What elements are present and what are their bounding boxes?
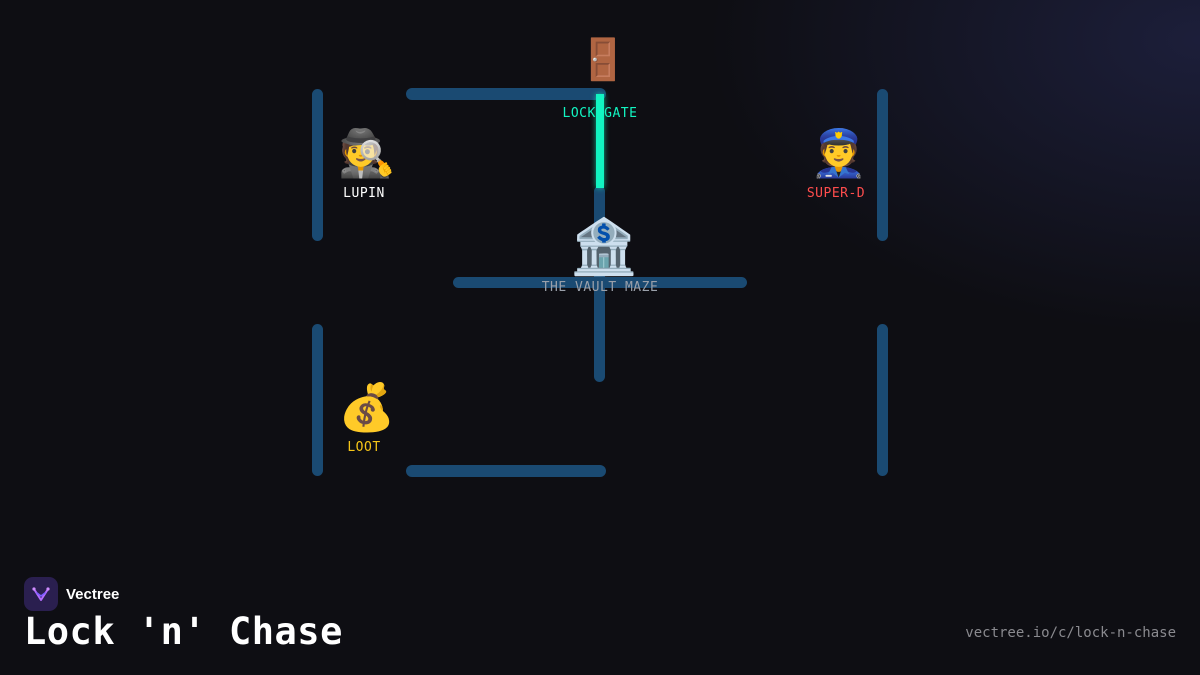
door-icon[interactable]: 🚪 (578, 37, 628, 83)
lupin-label: LUPIN (343, 186, 385, 201)
lock-gate-label: LOCK GATE (562, 106, 638, 121)
maze-wall-right-lower (877, 324, 888, 476)
maze-wall-bottom (406, 465, 606, 477)
lock-gate-laser (596, 94, 604, 188)
maze-wall-top (406, 88, 606, 100)
maze-wall-right-upper (877, 89, 888, 241)
vault-label: THE VAULT MAZE (541, 280, 659, 295)
vectree-logo-icon (24, 577, 58, 611)
bank-icon[interactable]: 🏦 (570, 215, 638, 278)
page-title: Lock 'n' Chase (24, 610, 343, 653)
brand-name: Vectree (66, 585, 120, 603)
detective-icon[interactable]: 🕵️ (338, 126, 396, 180)
maze-wall-left-lower (312, 324, 323, 476)
super-d-label: SUPER-D (806, 186, 866, 201)
loot-label: LOOT (347, 440, 381, 455)
police-officer-icon[interactable]: 👮 (810, 126, 868, 180)
money-bag-icon[interactable]: 💰 (338, 380, 396, 434)
maze-wall-center-vertical (594, 186, 605, 382)
maze-wall-left-upper (312, 89, 323, 241)
brand[interactable]: Vectree (24, 577, 119, 611)
share-url-link[interactable]: vectree.io/c/lock-n-chase (965, 625, 1176, 641)
